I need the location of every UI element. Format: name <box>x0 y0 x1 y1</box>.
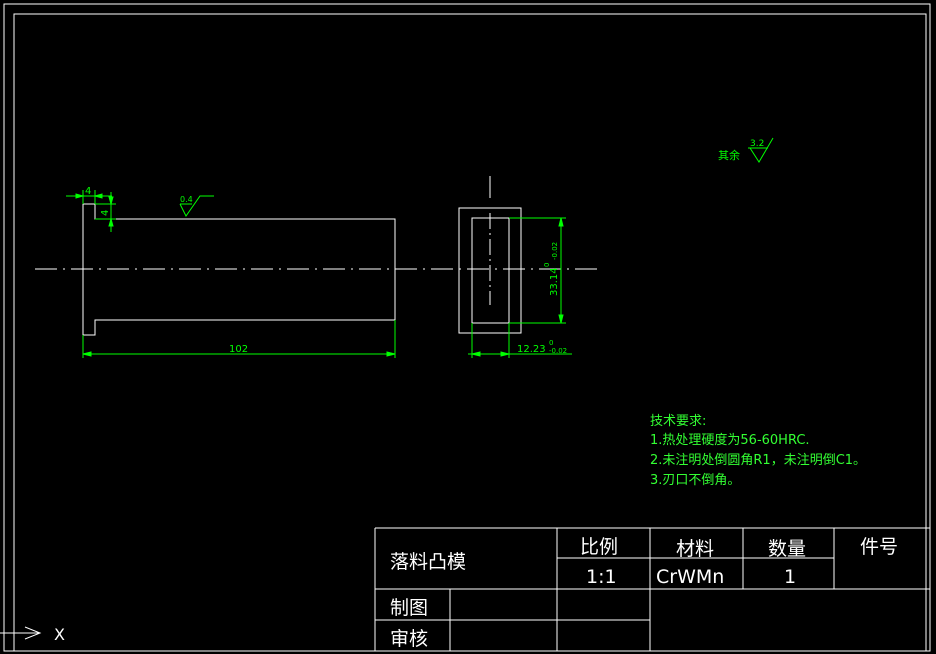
ucs-x-label: X <box>54 625 65 644</box>
scale-value: 1:1 <box>586 566 617 588</box>
dimension-texts: 4 4 102 33.14 0 -0.02 12.23 0 -0.02 0.4 … <box>85 139 764 355</box>
punch-end-view[interactable] <box>458 176 522 334</box>
dim-end-thickness-tol-lower: -0.02 <box>549 347 567 355</box>
material-label: 材料 <box>676 538 714 560</box>
dim-end-width-tol-upper: 0 <box>543 263 551 267</box>
technical-notes: 技术要求: 1.热处理硬度为56-60HRC. 2.未注明处倒圆角R1，未注明倒… <box>650 414 866 488</box>
title-block-texts: 落料凸模 比例 1:1 材料 CrWMn 数量 1 件号 制图 审核 <box>390 536 898 650</box>
quantity-label: 数量 <box>768 538 806 560</box>
note-item: 3.刃口不倒角。 <box>650 473 740 488</box>
checked-label: 审核 <box>390 628 428 650</box>
dim-step-height: 4 <box>100 210 111 216</box>
scale-label: 比例 <box>580 536 618 558</box>
title-block <box>374 527 930 651</box>
note-item: 2.未注明处倒圆角R1，未注明倒C1。 <box>650 453 866 468</box>
quantity-value: 1 <box>784 566 796 588</box>
dim-overall-length: 102 <box>229 344 248 355</box>
dim-end-thickness-tol-upper: 0 <box>549 339 553 347</box>
roughness-surface-value: 0.4 <box>180 195 193 204</box>
material-value: CrWMn <box>656 566 724 588</box>
punch-side-view[interactable] <box>82 203 396 336</box>
dim-end-width: 33.14 <box>549 267 560 296</box>
ucs-icon <box>0 626 42 640</box>
dim-top-step-width: 4 <box>85 186 91 197</box>
roughness-other-value: 3.2 <box>750 139 764 149</box>
notes-title: 技术要求: <box>650 414 706 429</box>
part-no-label: 件号 <box>860 536 898 558</box>
dimension-lines <box>66 137 774 358</box>
dim-end-thickness: 12.23 <box>517 344 546 355</box>
dim-end-width-tol-lower: -0.02 <box>551 242 559 260</box>
part-name: 落料凸模 <box>390 551 466 573</box>
roughness-other-label: 其余 <box>718 148 740 162</box>
drawn-label: 制图 <box>390 597 428 619</box>
sheet-border <box>3 3 931 652</box>
note-item: 1.热处理硬度为56-60HRC. <box>650 432 810 448</box>
